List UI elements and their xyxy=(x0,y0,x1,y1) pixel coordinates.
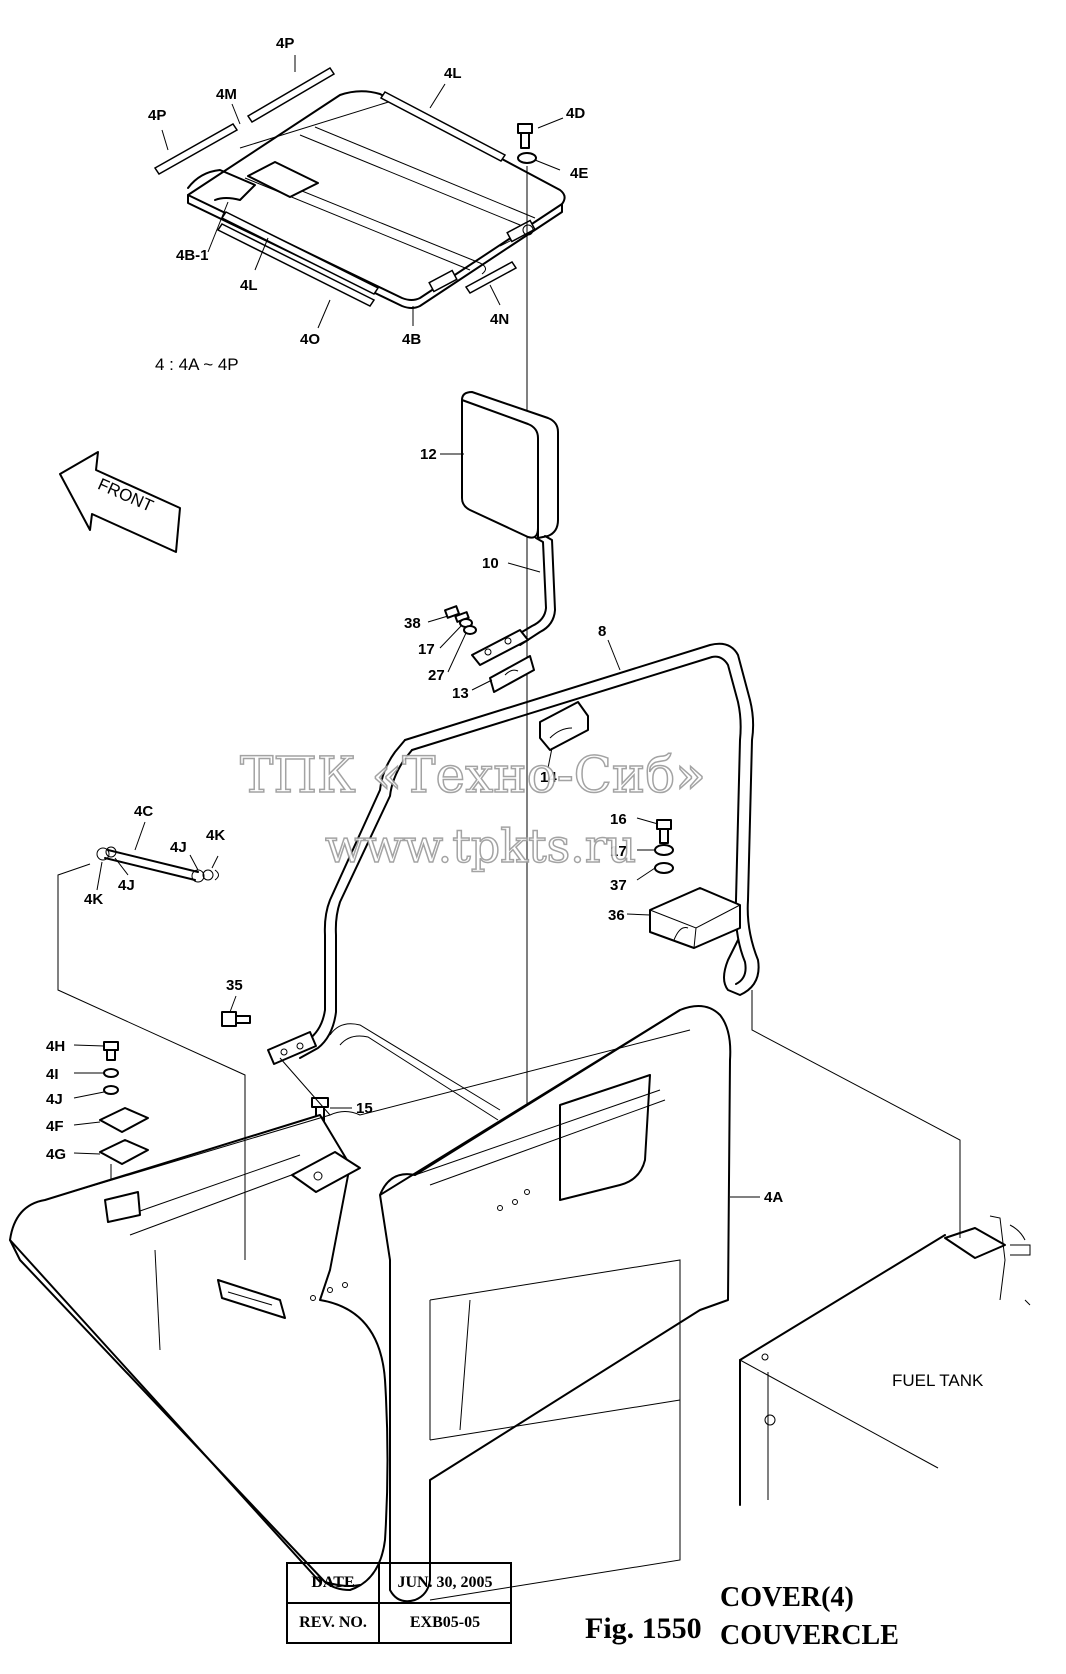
part-labels: 4P 4M 4P 4L 4D 4E 4B-1 4L 4O 4B 4N 4 : 4… xyxy=(46,35,984,1390)
label-16: 16 xyxy=(610,811,627,828)
bolt-35 xyxy=(221,1011,251,1027)
label-13: 13 xyxy=(452,685,469,702)
figure-title-en: COVER(4) xyxy=(720,1582,854,1613)
bracket-36 xyxy=(649,887,741,949)
headrest-cushion-12 xyxy=(461,391,559,539)
label-17b: 17 xyxy=(610,843,627,860)
label-12: 12 xyxy=(420,446,437,463)
label-4P-top: 4P xyxy=(276,35,294,52)
washer-4J xyxy=(103,1085,119,1095)
connection-lines xyxy=(57,863,961,1260)
label-15: 15 xyxy=(356,1100,373,1117)
label-4I: 4I xyxy=(46,1066,59,1083)
watermark-line1: ТПК «Техно-Сиб» xyxy=(240,746,706,804)
seat-base-4A xyxy=(9,1005,732,1603)
label-8: 8 xyxy=(598,623,606,640)
date-label: DATE xyxy=(286,1562,380,1604)
label-10: 10 xyxy=(482,555,499,572)
frame-bar-8 xyxy=(267,642,760,1065)
label-17a: 17 xyxy=(418,641,435,658)
seal-strips xyxy=(153,66,518,307)
title-block: DATE JUN. 30, 2005 REV. NO. EXB05-05 xyxy=(286,1562,512,1644)
bolt-16 xyxy=(656,819,672,844)
label-range-note: 4 : 4A ~ 4P xyxy=(155,355,239,374)
washer-37 xyxy=(654,862,674,874)
label-14: 14 xyxy=(540,769,557,786)
plate-4G xyxy=(99,1139,149,1165)
bracket-plate xyxy=(471,629,529,666)
rev-value: EXB05-05 xyxy=(378,1602,512,1644)
label-4F: 4F xyxy=(46,1118,64,1135)
label-4C: 4C xyxy=(134,803,153,820)
label-4A: 4A xyxy=(764,1189,783,1206)
cover-panel-4B xyxy=(187,90,566,309)
watermark: ТПК «Техно-Сиб» www.tpkts.ru xyxy=(239,745,706,874)
label-37: 37 xyxy=(610,877,627,894)
label-27: 27 xyxy=(428,667,445,684)
label-35: 35 xyxy=(226,977,243,994)
rod-4C xyxy=(96,846,219,883)
label-4H: 4H xyxy=(46,1038,65,1055)
rev-label: REV. NO. xyxy=(286,1602,380,1644)
label-4M: 4M xyxy=(216,86,237,103)
washer-4I xyxy=(103,1068,119,1078)
label-38: 38 xyxy=(404,615,421,632)
label-4J-b: 4J xyxy=(118,877,135,894)
washer-4E xyxy=(517,152,537,164)
date-value: JUN. 30, 2005 xyxy=(378,1562,512,1604)
label-4J-a: 4J xyxy=(170,839,187,856)
fuel-tank xyxy=(739,1215,1031,1506)
watermark-line2: www.tpkts.ru xyxy=(325,819,636,873)
label-4E: 4E xyxy=(570,165,588,182)
label-4G: 4G xyxy=(46,1146,66,1163)
front-direction-arrow: FRONT xyxy=(59,451,181,553)
washer-17b xyxy=(654,844,674,856)
plate-4F xyxy=(99,1107,149,1133)
bolt-4H xyxy=(103,1041,119,1061)
label-4N: 4N xyxy=(490,311,509,328)
label-4L-bottom: 4L xyxy=(240,277,258,294)
label-4L-top: 4L xyxy=(444,65,462,82)
figure-number: Fig. 1550 xyxy=(585,1612,702,1645)
washer-27 xyxy=(463,625,477,635)
bolt-4D xyxy=(517,123,533,149)
label-4B: 4B xyxy=(402,331,421,348)
label-4J-c: 4J xyxy=(46,1091,63,1108)
label-4D: 4D xyxy=(566,105,585,122)
label-4K-a: 4K xyxy=(206,827,225,844)
clamp-14 xyxy=(539,701,589,751)
figure-title-fr: COUVERCLE xyxy=(720,1620,899,1651)
leader-lines xyxy=(73,55,760,1198)
clamp-13 xyxy=(489,655,535,693)
label-fuel-tank: FUEL TANK xyxy=(892,1371,984,1390)
label-4B-1: 4B-1 xyxy=(176,247,209,264)
label-4P-left: 4P xyxy=(148,107,166,124)
label-36: 36 xyxy=(608,907,625,924)
support-bar-10 xyxy=(511,535,556,646)
bolt-38 xyxy=(443,605,470,623)
label-4O: 4O xyxy=(300,331,320,348)
label-4K-b: 4K xyxy=(84,891,103,908)
